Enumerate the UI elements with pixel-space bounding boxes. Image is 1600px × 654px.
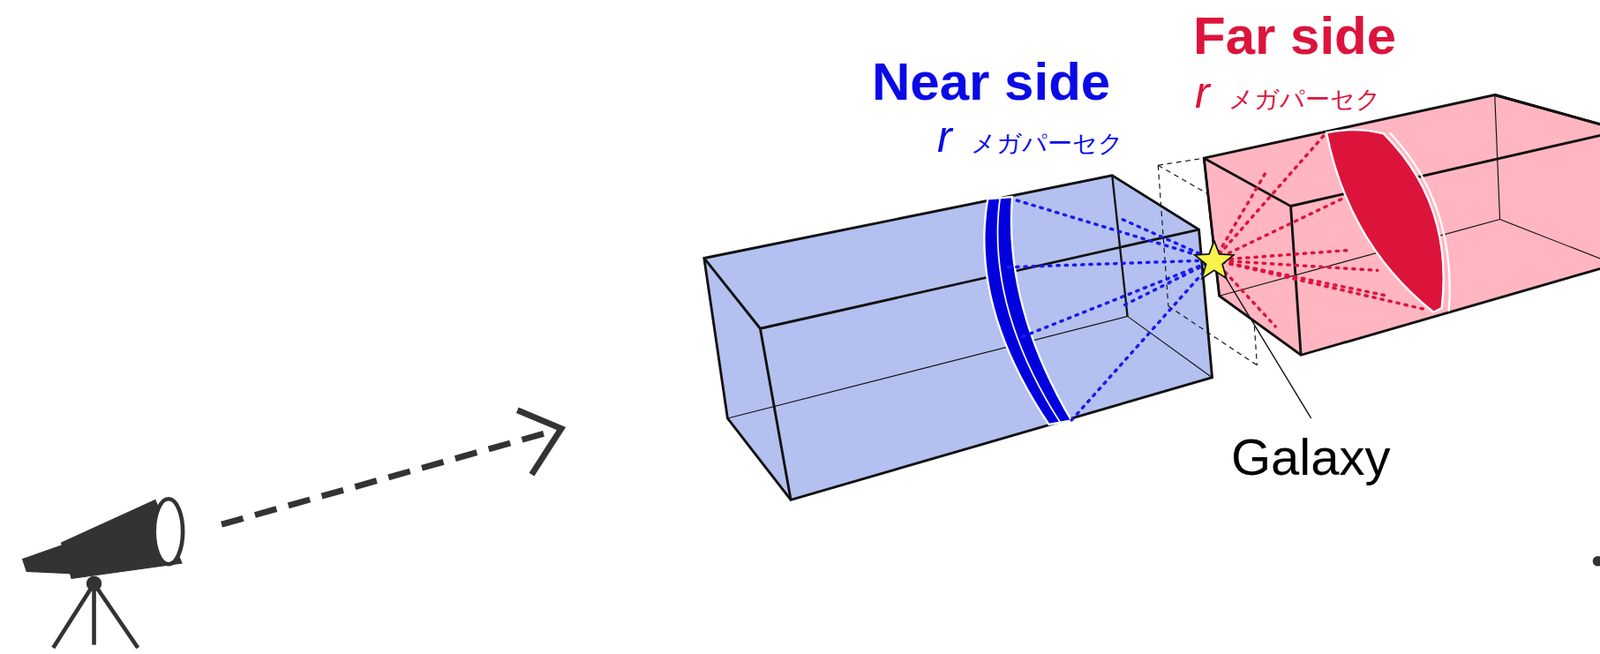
near-side-box: [704, 175, 1213, 501]
far-shell: [1214, 129, 1450, 327]
distance-unit: メガパーセク: [970, 130, 1124, 158]
telescope-icon: [22, 498, 183, 648]
distance-symbol: r: [1194, 68, 1210, 118]
distance-unit: メガパーセク: [1228, 86, 1382, 114]
far-side-title: Far side: [1193, 7, 1397, 66]
far-side-box: [1203, 95, 1600, 356]
distance-symbol: r: [937, 112, 953, 162]
edge-dot: [1592, 555, 1600, 567]
leader-line: [1224, 275, 1311, 419]
near-shell: [984, 196, 1215, 425]
near-side-title: Near side: [871, 52, 1111, 112]
galaxy-star: [1194, 240, 1234, 279]
galaxy-label: Galaxy: [1231, 428, 1391, 486]
view-arrow: [221, 410, 562, 525]
